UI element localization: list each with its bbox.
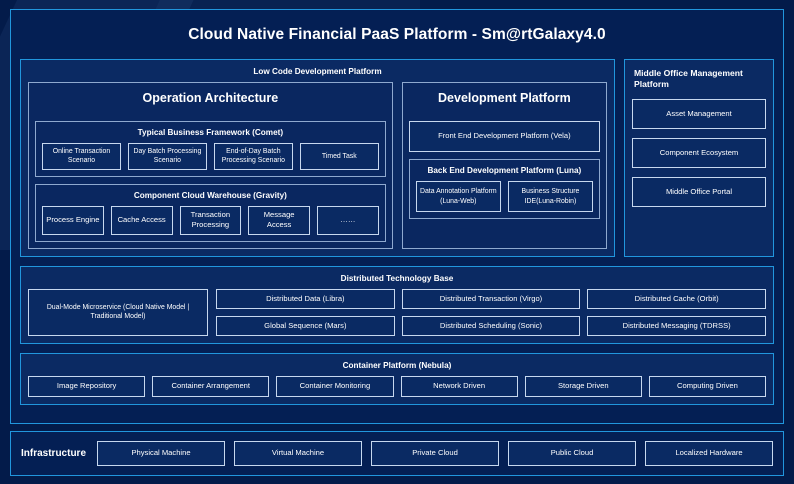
container-platform-panel: Container Platform (Nebula) Image Reposi…: [20, 352, 774, 405]
business-framework-item[interactable]: Timed Task: [299, 143, 379, 170]
component-warehouse-panel: Component Cloud Warehouse (Gravity) Proc…: [35, 183, 386, 242]
component-warehouse-title: Component Cloud Warehouse (Gravity): [133, 190, 287, 200]
component-warehouse-items: Process Engine Cache Access Transaction …: [42, 206, 379, 235]
infrastructure-label: Infrastructure: [21, 448, 87, 459]
distributed-base-title: Distributed Technology Base: [340, 273, 454, 283]
distributed-base-item[interactable]: Global Sequence (Mars): [216, 315, 395, 336]
front-end-platform-box[interactable]: Front End Development Platform (Vela): [408, 120, 600, 152]
development-platform-title: Development Platform: [438, 91, 571, 106]
distributed-base-item[interactable]: Distributed Messaging (TDRSS): [587, 315, 766, 336]
business-framework-title: Typical Business Framework (Comet): [137, 127, 284, 137]
distributed-base-panel: Distributed Technology Base Dual-Mode Mi…: [20, 265, 774, 344]
distributed-base-item[interactable]: Distributed Scheduling (Sonic): [401, 315, 581, 336]
infrastructure-panel: Infrastructure Physical Machine Virtual …: [10, 431, 784, 476]
component-warehouse-item-ellipsis[interactable]: ……: [317, 206, 379, 235]
business-framework-item[interactable]: End-of-Day Batch Processing Scenario: [213, 143, 293, 170]
infrastructure-items: Physical Machine Virtual Machine Private…: [97, 441, 774, 466]
component-warehouse-item[interactable]: Cache Access: [110, 206, 173, 235]
middle-office-title: Middle Office Management Platform: [634, 68, 743, 89]
back-end-item[interactable]: Business Structure IDE(Luna-Robin): [507, 181, 594, 213]
container-platform-title: Container Platform (Nebula): [342, 360, 452, 370]
middle-office-panel: Middle Office Management Platform Asset …: [624, 59, 774, 257]
business-framework-item[interactable]: Online Transaction Scenario: [42, 143, 121, 170]
low-code-panel: Low Code Development Platform Operation …: [20, 59, 615, 257]
container-platform-item[interactable]: Network Driven: [400, 376, 518, 397]
infrastructure-item[interactable]: Localized Hardware: [645, 441, 774, 466]
component-warehouse-item[interactable]: Transaction Processing: [179, 206, 242, 235]
container-platform-item[interactable]: Image Repository: [28, 376, 146, 397]
middle-office-item[interactable]: Component Ecosystem: [632, 138, 766, 169]
middle-office-item[interactable]: Middle Office Portal: [632, 177, 766, 208]
platform-card: Cloud Native Financial PaaS Platform - S…: [10, 9, 784, 424]
back-end-platform-title: Back End Development Platform (Luna): [427, 165, 582, 175]
distributed-base-item[interactable]: Distributed Cache (Orbit): [587, 288, 766, 309]
middle-office-item[interactable]: Asset Management: [632, 99, 766, 130]
back-end-items: Data Annotation Platform (Luna-Web) Busi…: [415, 181, 594, 213]
infrastructure-item[interactable]: Virtual Machine: [234, 441, 363, 466]
dual-mode-microservice-box[interactable]: Dual-Mode Microservice (Cloud Native Mod…: [28, 288, 208, 336]
component-warehouse-item[interactable]: Process Engine: [42, 206, 104, 235]
business-framework-item[interactable]: Day Batch Processing Scenario: [127, 143, 207, 170]
development-platform-panel: Development Platform Front End Developme…: [401, 82, 607, 249]
tier-low-code: Low Code Development Platform Operation …: [20, 59, 774, 257]
middle-office-items: Asset Management Component Ecosystem Mid…: [632, 97, 766, 248]
infrastructure-item[interactable]: Private Cloud: [371, 441, 500, 466]
business-framework-items: Online Transaction Scenario Day Batch Pr…: [42, 143, 379, 170]
operation-architecture-panel: Operation Architecture Typical Business …: [28, 82, 393, 249]
infrastructure-item[interactable]: Public Cloud: [508, 441, 637, 466]
business-framework-panel: Typical Business Framework (Comet) Onlin…: [35, 120, 386, 177]
component-warehouse-item[interactable]: Message Access: [248, 206, 310, 235]
distributed-base-item[interactable]: Distributed Data (Libra): [216, 288, 395, 309]
infrastructure-item[interactable]: Physical Machine: [97, 441, 226, 466]
dual-mode-microservice-wrapper: Dual-Mode Microservice (Cloud Native Mod…: [28, 288, 208, 336]
container-platform-item[interactable]: Storage Driven: [524, 376, 642, 397]
operation-architecture-title: Operation Architecture: [142, 91, 279, 106]
container-platform-item[interactable]: Container Monitoring: [276, 376, 394, 397]
low-code-title: Low Code Development Platform: [253, 67, 382, 76]
distributed-base-items: Distributed Data (Libra) Distributed Tra…: [216, 288, 766, 336]
back-end-platform-panel: Back End Development Platform (Luna) Dat…: [408, 158, 600, 220]
container-platform-item[interactable]: Computing Driven: [648, 376, 767, 397]
back-end-item[interactable]: Data Annotation Platform (Luna-Web): [415, 181, 501, 213]
container-platform-item[interactable]: Container Arrangement: [152, 376, 270, 397]
container-platform-items: Image Repository Container Arrangement C…: [28, 376, 767, 397]
page-title: Cloud Native Financial PaaS Platform - S…: [188, 26, 606, 43]
distributed-base-item[interactable]: Distributed Transaction (Virgo): [401, 288, 581, 309]
